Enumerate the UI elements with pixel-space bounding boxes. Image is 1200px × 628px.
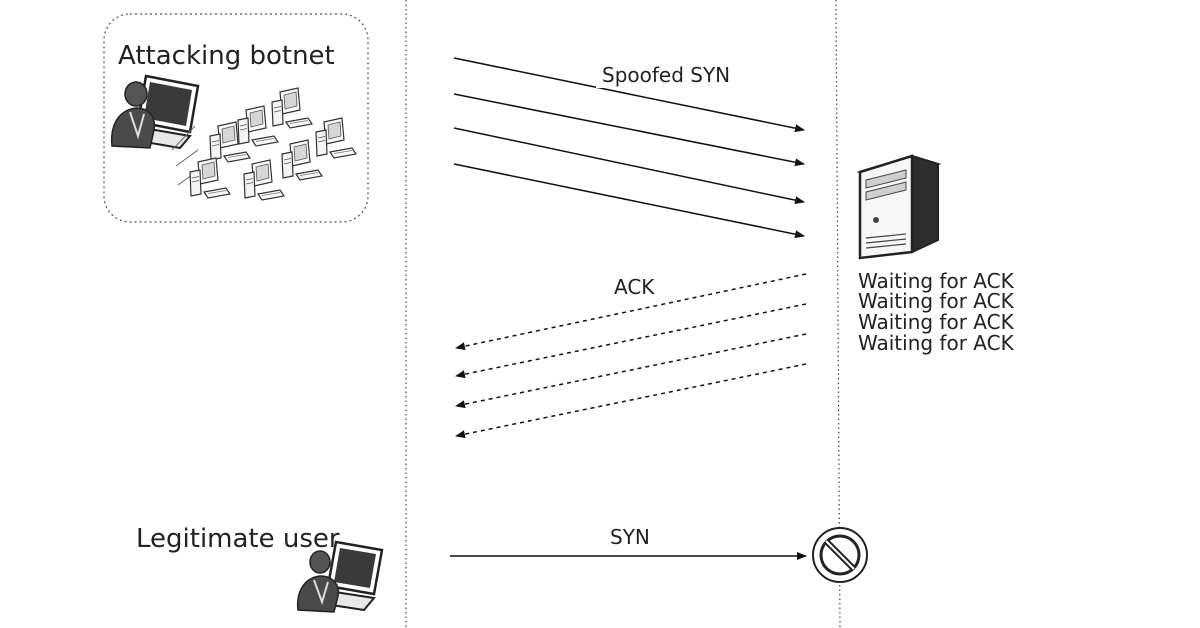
server-status-list: Waiting for ACK Waiting for ACK Waiting … bbox=[858, 269, 1015, 355]
desktop-computer-icon bbox=[315, 117, 357, 159]
legitimate-user-label: Legitimate user bbox=[136, 524, 340, 554]
hacker-laptop-icon bbox=[110, 74, 200, 150]
ack-arrow bbox=[455, 333, 807, 409]
server-timeline bbox=[835, 0, 841, 628]
spoofed-syn-arrow bbox=[453, 57, 805, 133]
botnet-box bbox=[103, 13, 369, 223]
desktop-computer-icon bbox=[189, 157, 231, 199]
ack-arrow bbox=[455, 363, 807, 439]
botnet-group: Attacking botnet bbox=[103, 13, 369, 223]
botnet-title: Attacking botnet bbox=[118, 41, 335, 71]
ack-label: ACK bbox=[614, 275, 655, 299]
ack-arrow bbox=[455, 303, 807, 379]
desktop-computer-icon bbox=[271, 87, 313, 129]
server-tower-icon bbox=[856, 154, 942, 260]
spoofed-syn-arrow bbox=[453, 127, 805, 205]
blocked-icon bbox=[812, 527, 868, 583]
desktop-computer-icon bbox=[243, 159, 285, 201]
spoofed-syn-arrows bbox=[453, 57, 805, 239]
user-laptop-icon bbox=[296, 540, 384, 613]
server-status: Waiting for ACK bbox=[858, 310, 1015, 334]
server-status: Waiting for ACK bbox=[858, 331, 1015, 355]
ack-arrows bbox=[455, 273, 807, 439]
server-status: Waiting for ACK bbox=[858, 269, 1015, 293]
ack-arrow bbox=[455, 273, 807, 351]
server-status: Waiting for ACK bbox=[858, 289, 1015, 313]
spoofed-syn-arrow bbox=[453, 93, 805, 167]
syn-label: SYN bbox=[610, 525, 650, 549]
spoofed-syn-arrow bbox=[453, 163, 805, 239]
spoofed-syn-label: Spoofed SYN bbox=[602, 63, 730, 87]
